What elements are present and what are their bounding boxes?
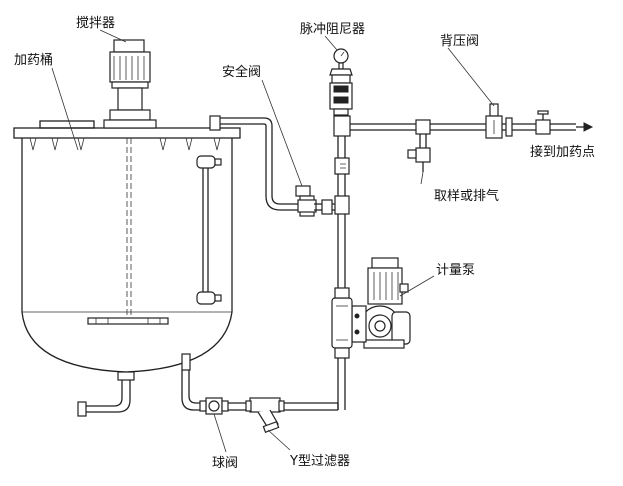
tank-lid-hatch	[39, 120, 95, 129]
label-sampling-or-vent: 取样或排气	[434, 188, 499, 204]
discharge-tee	[415, 119, 431, 135]
discharge-vertical-pipe	[334, 110, 350, 410]
mixer-gearbox	[117, 87, 143, 111]
label-metering-pump: 计量泵	[436, 263, 475, 278]
metering-pump	[331, 257, 411, 359]
safety-valve	[295, 185, 338, 217]
pump-motor	[367, 267, 403, 305]
leader-lines	[51, 29, 495, 453]
back-pressure-valve	[485, 103, 513, 139]
ball-valve	[199, 397, 229, 415]
pump-head	[351, 305, 367, 343]
leader-pulsation-damper	[324, 35, 338, 51]
dosing-tank	[13, 120, 241, 417]
level-gauge	[196, 155, 222, 305]
tank-lid	[13, 127, 241, 139]
mixer-motor	[109, 51, 151, 83]
label-pulsation-damper: 脉冲阻尼器	[300, 22, 365, 37]
label-to-dosing-point: 接到加药点	[530, 144, 595, 160]
pulsation-damper	[329, 48, 353, 116]
leader-metering-pump	[399, 275, 435, 297]
leader-ball-valve	[213, 413, 227, 453]
return-pipe	[209, 115, 300, 211]
tank-ribs	[29, 137, 221, 151]
dosing-point-outlet	[535, 110, 594, 135]
leader-back-pressure-valve	[447, 47, 495, 107]
discharge-horizontal-pipe	[333, 115, 576, 137]
leader-y-strainer	[267, 429, 291, 451]
y-strainer	[245, 397, 285, 433]
tank-drain	[77, 371, 135, 417]
label-y-strainer: Y型过滤器	[289, 454, 350, 469]
mixer	[87, 39, 169, 325]
label-back-pressure-valve: 背压阀	[440, 34, 479, 49]
leader-tank	[51, 67, 79, 151]
label-tank: 加药桶	[14, 53, 53, 68]
mixer-impeller	[87, 317, 169, 325]
mixer-motor-cap	[113, 39, 145, 53]
leader-mixer	[99, 29, 127, 43]
leader-safety-valve	[261, 79, 303, 187]
mixer-mount	[103, 119, 157, 129]
label-mixer: 搅拌器	[76, 15, 115, 31]
label-ball-valve: 球阀	[212, 456, 238, 471]
label-safety-valve: 安全阀	[222, 64, 261, 80]
suction-pipe	[181, 353, 339, 411]
sampling-branch	[407, 134, 431, 185]
